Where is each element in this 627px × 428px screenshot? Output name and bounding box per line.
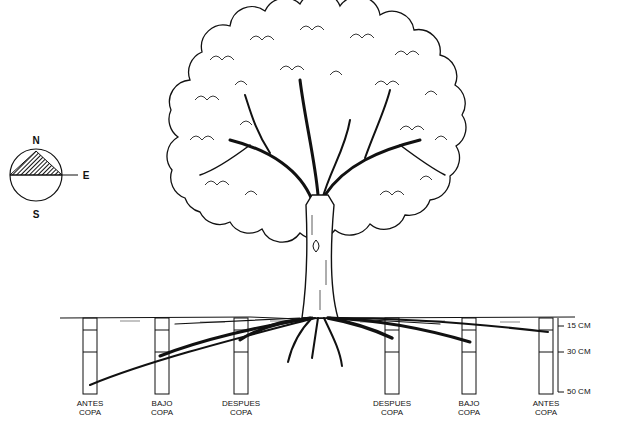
- tree-trunk: [302, 195, 338, 318]
- depth-scale: [558, 318, 564, 392]
- depth-label: 30 CM: [567, 348, 591, 357]
- trunk-knot: [313, 240, 319, 252]
- compass-letter: N: [32, 135, 39, 146]
- tree-branches: [200, 80, 445, 200]
- compass-symbol: [10, 149, 78, 201]
- tube-label: DESPUES COPA: [220, 400, 262, 418]
- tube-label: ANTES COPA: [69, 400, 111, 418]
- tube-label: BAJO COPA: [448, 400, 490, 418]
- bark-lines: [312, 215, 326, 310]
- sampling-tubes: [83, 318, 553, 394]
- foliage-texture: [190, 26, 447, 195]
- ground-texture: [120, 321, 520, 322]
- depth-label: 15 CM: [567, 322, 591, 331]
- tree-roots: [90, 318, 548, 385]
- tube-label: DESPUES COPA: [371, 400, 413, 418]
- compass-letter: E: [83, 170, 90, 181]
- tube-label: BAJO COPA: [141, 400, 183, 418]
- tube-label: ANTES COPA: [525, 400, 567, 418]
- compass-letter: S: [33, 209, 40, 220]
- depth-label: 50 CM: [567, 388, 591, 397]
